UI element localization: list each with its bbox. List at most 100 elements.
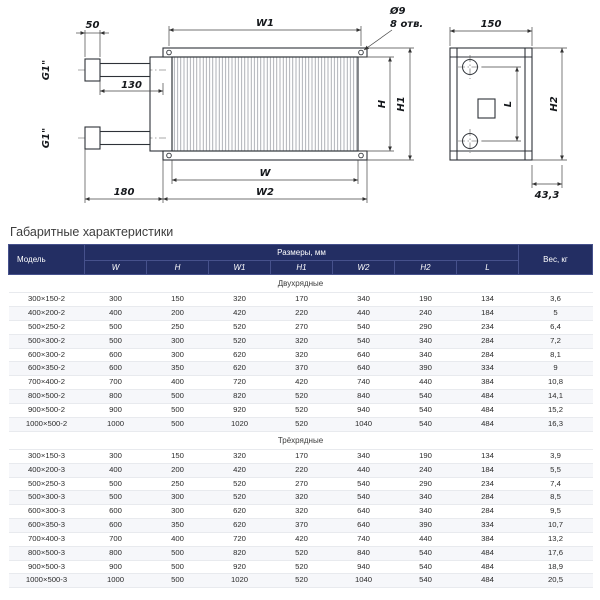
model-cell: 300×150-3 <box>8 449 85 464</box>
value-cell: 134 <box>456 449 519 464</box>
value-cell: 190 <box>394 449 457 464</box>
value-cell: 184 <box>456 463 519 478</box>
col-header-w1: W1 <box>208 260 271 275</box>
value-cell: 340 <box>394 504 457 520</box>
value-cell: 540 <box>332 320 395 335</box>
value-cell: 540 <box>394 417 457 432</box>
value-cell: 334 <box>456 361 519 377</box>
value-cell: 250 <box>146 477 209 492</box>
front-view: G1" G1" 50 130 W1 Ø9 <box>41 5 423 203</box>
weight-cell: 18,9 <box>518 560 593 575</box>
value-cell: 440 <box>332 463 395 478</box>
value-cell: 500 <box>84 490 147 506</box>
value-cell: 520 <box>270 389 333 404</box>
value-cell: 220 <box>270 306 333 321</box>
value-cell: 540 <box>394 389 457 404</box>
model-cell: 600×300-2 <box>8 348 85 363</box>
value-cell: 320 <box>208 449 271 464</box>
col-header-sizes: Размеры, мм <box>84 244 519 261</box>
value-cell: 320 <box>270 348 333 363</box>
side-view: 150 L H2 43,3 <box>449 19 567 201</box>
model-cell: 600×350-3 <box>8 518 85 533</box>
value-cell: 270 <box>270 320 333 335</box>
value-cell: 640 <box>332 504 395 520</box>
value-cell: 384 <box>456 532 519 547</box>
value-cell: 840 <box>332 546 395 561</box>
value-cell: 500 <box>146 403 209 418</box>
value-cell: 270 <box>270 477 333 492</box>
value-cell: 400 <box>84 306 147 321</box>
value-cell: 484 <box>456 573 519 589</box>
group-label: Двухрядные <box>8 274 593 294</box>
col-header-model: Модель <box>8 244 85 275</box>
value-cell: 220 <box>270 463 333 478</box>
value-cell: 600 <box>84 504 147 520</box>
dim-50-label: 50 <box>86 20 100 31</box>
value-cell: 800 <box>84 546 147 561</box>
weight-cell: 7,2 <box>518 334 593 349</box>
col-header-l: L <box>456 260 519 275</box>
value-cell: 520 <box>208 334 271 349</box>
value-cell: 284 <box>456 334 519 349</box>
value-cell: 284 <box>456 348 519 363</box>
value-cell: 500 <box>146 573 209 589</box>
value-cell: 384 <box>456 375 519 391</box>
model-cell: 800×500-3 <box>8 546 85 561</box>
value-cell: 500 <box>84 477 147 492</box>
weight-cell: 16,3 <box>518 417 593 432</box>
weight-cell: 3,6 <box>518 292 593 308</box>
model-cell: 600×350-2 <box>8 361 85 377</box>
value-cell: 290 <box>394 320 457 335</box>
weight-cell: 9,5 <box>518 504 593 520</box>
model-cell: 500×300-2 <box>8 334 85 349</box>
value-cell: 940 <box>332 403 395 418</box>
value-cell: 500 <box>146 417 209 432</box>
value-cell: 440 <box>394 532 457 547</box>
dim-w2-label: W2 <box>256 187 274 198</box>
value-cell: 500 <box>146 389 209 404</box>
pipe-stub-bottom <box>99 130 151 146</box>
value-cell: 820 <box>208 389 271 404</box>
thread-label-bottom: G1" <box>41 128 52 148</box>
value-cell: 800 <box>84 389 147 404</box>
value-cell: 370 <box>270 361 333 377</box>
value-cell: 1040 <box>332 417 395 432</box>
model-cell: 900×500-2 <box>8 403 85 418</box>
value-cell: 284 <box>456 490 519 506</box>
weight-cell: 3,9 <box>518 449 593 464</box>
weight-cell: 7,4 <box>518 477 593 492</box>
value-cell: 390 <box>394 518 457 533</box>
value-cell: 820 <box>208 546 271 561</box>
value-cell: 700 <box>84 532 147 547</box>
value-cell: 1020 <box>208 417 271 432</box>
value-cell: 234 <box>456 477 519 492</box>
value-cell: 400 <box>146 375 209 391</box>
weight-cell: 15,2 <box>518 403 593 418</box>
model-cell: 600×300-3 <box>8 504 85 520</box>
value-cell: 320 <box>270 334 333 349</box>
value-cell: 720 <box>208 375 271 391</box>
value-cell: 400 <box>84 463 147 478</box>
value-cell: 340 <box>332 449 395 464</box>
value-cell: 640 <box>332 361 395 377</box>
mounting-hole <box>166 152 172 159</box>
value-cell: 420 <box>208 306 271 321</box>
weight-cell: 9 <box>518 361 593 377</box>
value-cell: 540 <box>332 490 395 506</box>
value-cell: 350 <box>146 361 209 377</box>
value-cell: 320 <box>270 504 333 520</box>
value-cell: 484 <box>456 403 519 418</box>
value-cell: 540 <box>332 477 395 492</box>
value-cell: 900 <box>84 560 147 575</box>
